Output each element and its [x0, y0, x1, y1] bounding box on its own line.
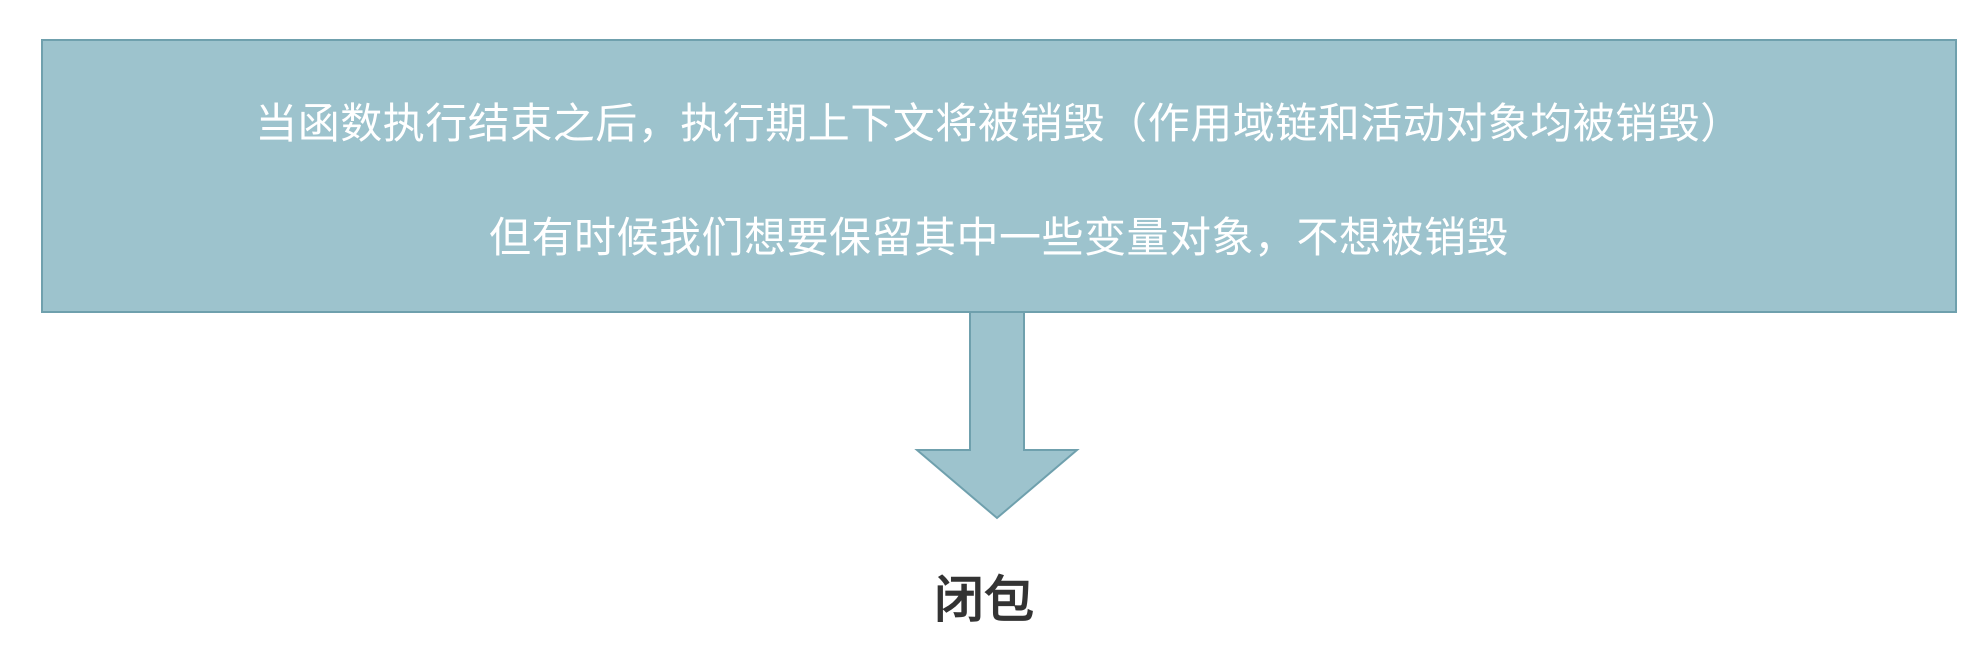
explanation-line-2: 但有时候我们想要保留其中一些变量对象，不想被销毁 [488, 213, 1509, 262]
explanation-box [41, 39, 1957, 313]
explanation-line-1: 当函数执行结束之后，执行期上下文将被销毁（作用域链和活动对象均被销毁） [255, 99, 1743, 148]
down-arrow-icon [914, 311, 1080, 520]
result-label: 闭包 [934, 571, 1034, 629]
